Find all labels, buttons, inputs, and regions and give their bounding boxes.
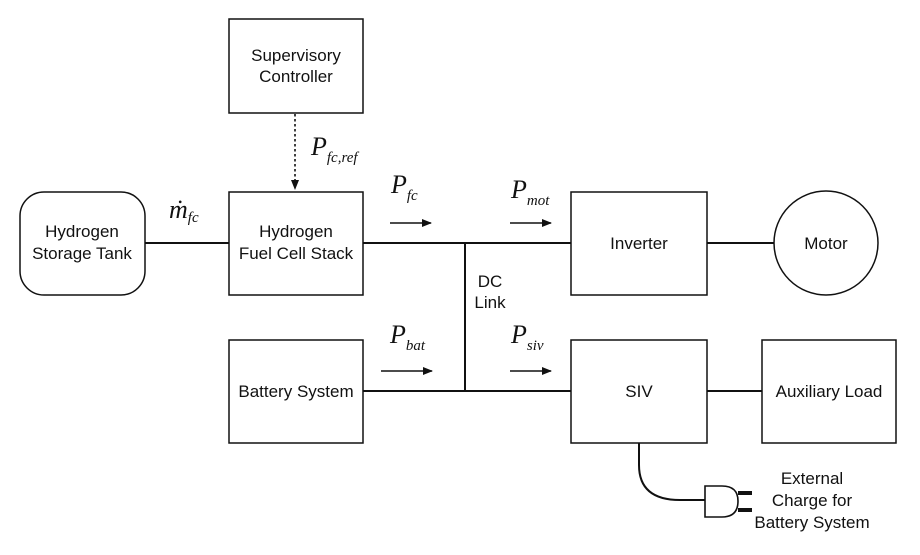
p-siv-label: Psiv bbox=[510, 320, 544, 354]
plug-prong-bottom bbox=[738, 508, 752, 512]
dc-link-label-1: DC bbox=[478, 272, 503, 291]
p-mot-symbol: P bbox=[510, 175, 527, 204]
p-mot-subscript: mot bbox=[527, 193, 550, 209]
p-fc-subscript: fc bbox=[407, 188, 418, 204]
supervisory-controller-label-1: Supervisory bbox=[251, 46, 341, 65]
p-fc-ref-symbol: P bbox=[310, 132, 327, 161]
p-fc-label: Pfc bbox=[390, 170, 418, 204]
hydrogen-storage-tank-block: Hydrogen Storage Tank bbox=[19, 191, 146, 296]
p-bat-subscript: bat bbox=[406, 338, 426, 354]
p-fc-symbol: P bbox=[390, 170, 407, 199]
inverter-block: Inverter bbox=[570, 191, 708, 296]
siv-label: SIV bbox=[625, 382, 653, 401]
supervisory-controller-block: Supervisory Controller bbox=[228, 18, 364, 114]
external-charge-label-3: Battery System bbox=[754, 513, 869, 532]
siv-block: SIV bbox=[570, 339, 708, 444]
connection-lines bbox=[145, 242, 774, 392]
dc-link-label: DC Link bbox=[474, 272, 506, 312]
stack-label-1: Hydrogen bbox=[259, 222, 333, 241]
external-charge-label: External Charge for Battery System bbox=[754, 469, 869, 532]
battery-system-label: Battery System bbox=[238, 382, 353, 401]
p-fc-ref-subscript: fc,ref bbox=[327, 150, 360, 166]
inverter-label: Inverter bbox=[610, 234, 668, 253]
auxiliary-load-label: Auxiliary Load bbox=[776, 382, 883, 401]
supervisory-controller-label-2: Controller bbox=[259, 67, 333, 86]
p-bat-label: Pbat bbox=[389, 320, 426, 354]
tank-label-1: Hydrogen bbox=[45, 222, 119, 241]
plug-prong-top bbox=[738, 491, 752, 495]
p-fc-ref-label: Pfc,ref bbox=[310, 132, 359, 166]
p-siv-subscript: siv bbox=[527, 338, 544, 354]
charge-cable bbox=[638, 443, 705, 501]
auxiliary-load-block: Auxiliary Load bbox=[761, 339, 897, 444]
m-fc-label: ṁfc bbox=[169, 195, 199, 226]
battery-system-block: Battery System bbox=[228, 339, 364, 444]
external-charge-plug bbox=[638, 443, 752, 518]
p-bat-symbol: P bbox=[389, 320, 406, 349]
motor-block: Motor bbox=[773, 190, 879, 296]
stack-label-2: Fuel Cell Stack bbox=[239, 244, 354, 263]
p-siv-symbol: P bbox=[510, 320, 527, 349]
m-fc-symbol: ṁ bbox=[169, 195, 188, 224]
dc-link-label-2: Link bbox=[474, 293, 506, 312]
motor-label: Motor bbox=[804, 234, 848, 253]
fuel-cell-stack-block: Hydrogen Fuel Cell Stack bbox=[228, 191, 364, 296]
plug-icon bbox=[704, 485, 739, 518]
power-flow-arrows bbox=[381, 219, 552, 375]
p-mot-label: Pmot bbox=[510, 175, 550, 209]
tank-label-2: Storage Tank bbox=[32, 244, 132, 263]
m-fc-subscript: fc bbox=[188, 210, 199, 226]
external-charge-label-1: External bbox=[781, 469, 843, 488]
external-charge-label-2: Charge for bbox=[772, 491, 853, 510]
